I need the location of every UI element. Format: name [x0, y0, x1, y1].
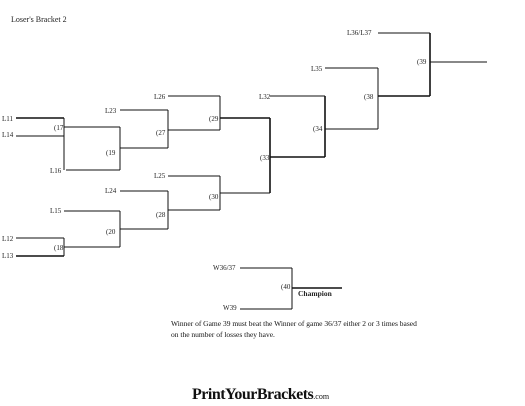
bracket-note: Winner of Game 39 must beat the Winner o… [171, 319, 417, 339]
game-labels: (17 (18 (19 (20 (27 (28 (29 (30 (33 (34 … [54, 58, 427, 291]
seed-label: L13 [2, 252, 14, 260]
seed-label: L14 [2, 131, 14, 139]
seed-label: W36/37 [213, 264, 236, 272]
seed-label: L11 [2, 115, 14, 123]
bracket-title: Loser's Bracket 2 [11, 15, 67, 24]
game-label: (40 [281, 283, 291, 291]
seed-label: L12 [2, 235, 14, 243]
game-label: (33 [260, 154, 270, 162]
game-label: (20 [106, 228, 116, 236]
champion-label: Champion [298, 289, 333, 298]
game-label: (29 [209, 115, 219, 123]
bracket-lines [16, 32, 487, 310]
seed-label: L26 [154, 93, 166, 101]
seed-label: L25 [154, 172, 166, 180]
seed-label: L35 [311, 65, 323, 73]
seed-label: L16 [50, 167, 62, 175]
brand-name: PrintYourBrackets [192, 386, 314, 403]
game-label: (18 [54, 244, 64, 252]
seed-label: W39 [223, 304, 237, 312]
seed-label: L36/L37 [347, 29, 372, 37]
seed-label: L15 [50, 207, 62, 215]
game-label: (17 [54, 124, 64, 132]
brand-tld: .com [313, 392, 330, 401]
seed-labels: L11 L14 L16 L23 L26 L24 L25 L15 L12 L13 … [2, 29, 372, 312]
game-label: (34 [313, 125, 323, 133]
brand-logo: PrintYourBrackets.com [192, 386, 329, 404]
seed-label: L32 [259, 93, 271, 101]
seed-label: L24 [105, 187, 117, 195]
seed-label: L23 [105, 107, 117, 115]
game-label: (39 [417, 58, 427, 66]
game-label: (28 [156, 211, 166, 219]
game-label: (38 [364, 93, 374, 101]
game-label: (30 [209, 193, 219, 201]
game-label: (19 [106, 149, 116, 157]
game-label: (27 [156, 129, 166, 137]
